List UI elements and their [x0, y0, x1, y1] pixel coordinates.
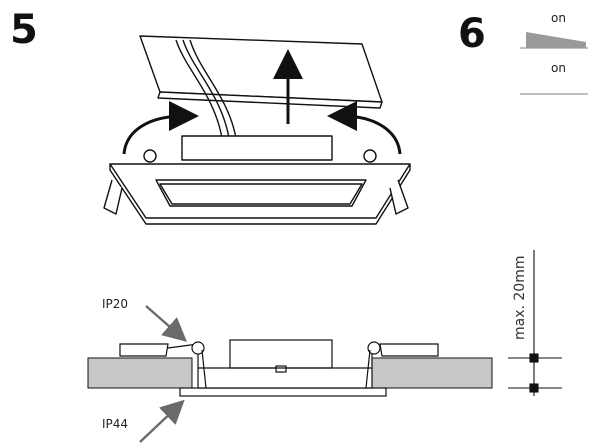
spring-pivot-right — [367, 341, 381, 355]
switch-symbol — [520, 32, 588, 95]
switch-ramp — [526, 32, 586, 48]
spring-clip-right — [389, 179, 409, 215]
driver-box-section — [229, 339, 333, 369]
curved-arrow-right — [327, 101, 402, 155]
curved-arrow-left — [122, 101, 199, 155]
fixture-trim — [179, 387, 387, 397]
cross-section — [87, 305, 493, 443]
ip44-label: IP44 — [102, 417, 129, 431]
spring-pivot-left — [191, 341, 205, 355]
ceiling-left — [87, 357, 193, 389]
ip44-arrow — [139, 399, 185, 443]
cable — [175, 39, 223, 139]
spring-clip-left — [103, 179, 123, 215]
spring-arm-left — [119, 343, 169, 357]
dimension-marker — [508, 250, 562, 396]
step-6-number: 6 — [458, 11, 486, 57]
ceiling-right — [371, 357, 493, 389]
ip20-label: IP20 — [102, 297, 129, 311]
switch-label-bottom: on — [551, 61, 566, 75]
step5-illustration — [103, 35, 411, 225]
switch-label-top: on — [551, 11, 566, 25]
step-5-number: 5 — [10, 7, 38, 53]
max-depth-label: max. 20mm — [512, 255, 528, 341]
driver-box — [181, 135, 333, 161]
ip20-arrow — [145, 305, 188, 342]
spring-arm-right — [379, 343, 439, 357]
